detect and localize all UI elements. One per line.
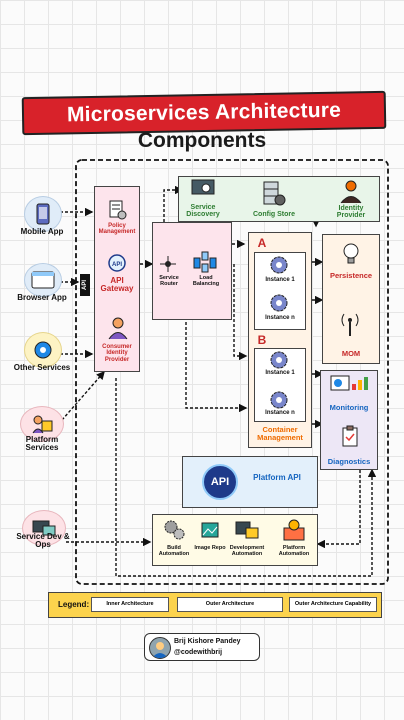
platform-api-label: Platform API <box>253 473 301 482</box>
mobile-app-label: Mobile App <box>20 227 64 236</box>
persistence-label: Persistence <box>329 271 373 280</box>
platform-services-icon <box>20 406 64 442</box>
devops-label: Service Dev & Ops <box>16 532 70 550</box>
config-store-label: Config Store <box>253 211 295 218</box>
instance-bn-label: Instance n <box>265 410 295 416</box>
image-repo-label: Image Repo <box>194 545 226 551</box>
service-router-icon <box>158 254 178 274</box>
policy-label: Policy Management <box>98 223 136 236</box>
credit-handle[interactable]: @codewithbrij <box>174 649 223 656</box>
other-services-label: Other Services <box>13 363 71 372</box>
consumer-identity-icon <box>106 316 130 340</box>
legend-inner-architecture: Inner Architecture <box>91 597 169 612</box>
build-automation-label: Build Automation <box>158 545 190 557</box>
development-automation-icon <box>234 520 260 542</box>
instance-an-icon <box>269 293 289 313</box>
load-balancing-label: Load Balancing <box>192 275 220 287</box>
mobile-app-icon <box>24 196 62 232</box>
gateway-box <box>94 186 140 372</box>
credit-name: Brij Kishore Pandey <box>174 638 241 645</box>
platform-automation-label: Platform Automation <box>278 545 310 557</box>
diagnostics-icon <box>340 425 360 447</box>
arrow-platform <box>61 370 105 421</box>
consumer-identity-label: Consumer Identity Provider <box>102 344 132 363</box>
browser-app-label: Browser App <box>17 293 67 302</box>
instance-an-label: Instance n <box>265 315 295 321</box>
group-a-label: A <box>257 236 267 250</box>
monitoring-label: Monitoring <box>329 403 369 412</box>
legend-title: Legend: <box>58 600 90 609</box>
subtitle: Components <box>137 129 267 152</box>
instance-b1-label: Instance 1 <box>265 370 295 376</box>
identity-provider-label: Identity Provider <box>336 205 366 220</box>
api-tag: API <box>80 274 90 296</box>
legend: Legend: Inner Architecture Outer Archite… <box>48 592 382 618</box>
service-router-label: Service Router <box>159 275 179 287</box>
credit-card: Brij Kishore Pandey @codewithbrij <box>144 633 260 661</box>
image-repo-icon <box>200 520 220 540</box>
policy-icon <box>107 200 127 220</box>
devops-icon <box>22 510 66 546</box>
group-b-label: B <box>257 333 267 347</box>
load-balancing-icon <box>192 250 218 274</box>
mom-icon <box>338 310 362 338</box>
api-gateway-label: API Gateway <box>100 276 134 294</box>
container-management-label: Container Management <box>257 425 303 442</box>
instance-a1-label: Instance 1 <box>265 277 295 283</box>
build-automation-icon <box>162 518 186 542</box>
other-services-icon <box>24 332 62 368</box>
mom-label: MOM <box>341 349 361 358</box>
persistence-icon <box>340 242 362 266</box>
config-store-icon <box>260 180 286 208</box>
diagnostics-label: Diagnostics <box>327 457 371 466</box>
api-gateway-icon: API <box>106 252 128 274</box>
browser-app-icon <box>24 263 62 297</box>
service-discovery-label: Service Discovery <box>186 204 220 219</box>
development-automation-label: Development Automation <box>229 545 265 557</box>
platform-services-label: Platform Services <box>25 435 59 453</box>
instance-bn-icon <box>269 390 289 410</box>
instance-b1-icon <box>269 350 289 370</box>
routing-box <box>152 222 232 320</box>
outer-architecture-boundary <box>75 159 389 585</box>
identity-provider-icon <box>338 178 364 204</box>
monitoring-icon <box>330 374 370 394</box>
svg-text:API: API <box>112 262 122 268</box>
service-discovery-icon <box>190 178 216 200</box>
platform-api-badge: API <box>202 464 238 500</box>
legend-outer-architecture-capability: Outer Architecture Capability <box>289 597 377 612</box>
instance-a1-icon <box>269 255 289 275</box>
legend-outer-architecture: Outer Architecture <box>177 597 283 612</box>
platform-automation-icon <box>282 518 306 542</box>
avatar <box>149 637 171 659</box>
